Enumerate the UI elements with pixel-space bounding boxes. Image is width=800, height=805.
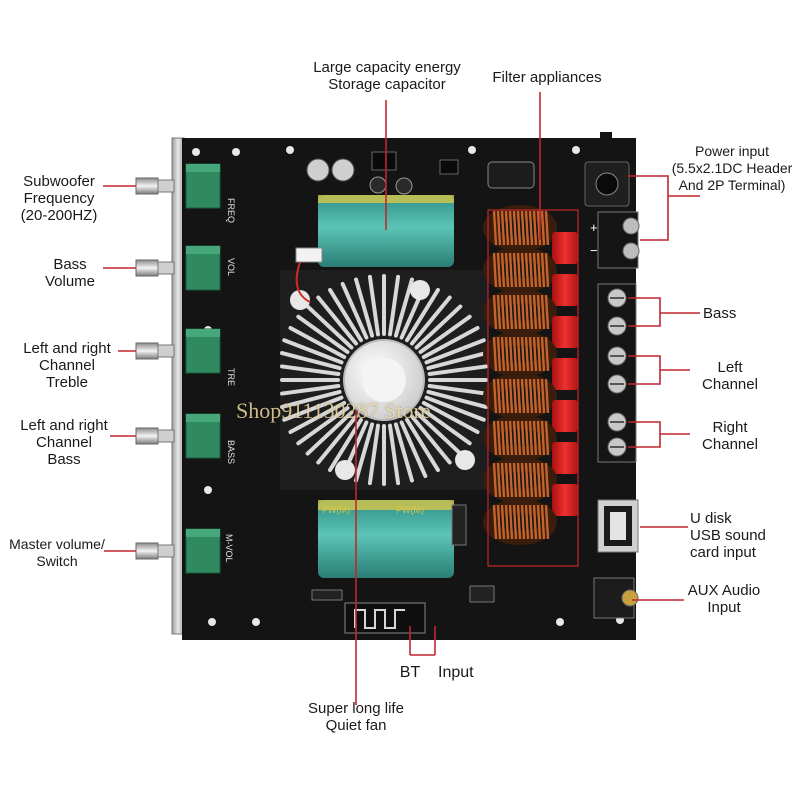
filter-coil-2 — [483, 247, 557, 293]
knob-2 — [135, 259, 175, 277]
filter-coil-3 — [483, 289, 557, 335]
line-power — [628, 175, 700, 241]
silk-bass: BASS — [226, 440, 236, 464]
film-cap-1 — [552, 232, 578, 264]
pot-body-2 — [185, 245, 221, 291]
svg-text:−: − — [590, 243, 598, 258]
usb-port — [597, 499, 639, 553]
silk-cap-bottom: PW(M) — [396, 505, 424, 515]
filter-coil-4 — [483, 331, 557, 377]
speaker-terminals — [597, 283, 637, 463]
film-cap-5 — [552, 400, 578, 432]
film-cap-7 — [552, 484, 578, 516]
label-bass-out: Bass — [703, 305, 737, 322]
silk-cap-top: PW(M) — [322, 505, 350, 515]
label-input: Input — [438, 664, 474, 681]
cooling-fan — [290, 280, 475, 480]
svg-text:+: + — [590, 220, 598, 235]
silk-tre: TRE — [226, 368, 236, 386]
store-watermark: Shop911130287 Store — [236, 398, 431, 423]
filter-coil-8 — [483, 499, 557, 545]
dc-power-jack — [584, 161, 630, 207]
pot-body-3 — [185, 328, 221, 374]
aux-jack — [593, 577, 639, 619]
pot-body-5 — [185, 528, 221, 574]
label-filter: Filter appliances — [492, 69, 602, 86]
power-terminal — [597, 211, 640, 269]
filter-highlight — [487, 209, 579, 567]
line-left-out — [628, 355, 690, 385]
label-bt: BT — [399, 664, 421, 681]
line-right-out — [628, 421, 690, 448]
label-master: Master volume/Switch — [9, 536, 105, 569]
film-cap-4 — [552, 358, 578, 390]
silk-vol: VOL — [226, 258, 236, 276]
knob-4 — [135, 427, 175, 445]
filter-coil-5 — [483, 373, 557, 419]
line-bass-out — [628, 297, 700, 327]
line-bt — [409, 626, 436, 656]
silk-freq: FREQ — [226, 198, 236, 223]
silk-mvol: M-VOL — [224, 534, 234, 563]
film-cap-2 — [552, 274, 578, 306]
film-cap-6 — [552, 442, 578, 474]
pot-body-4 — [185, 413, 221, 459]
knob-5 — [135, 542, 175, 560]
filter-section — [483, 205, 578, 545]
filter-coil-6 — [483, 415, 557, 461]
pot-body-1 — [185, 163, 221, 209]
filter-coil-1 — [483, 205, 557, 251]
knob-3 — [135, 342, 175, 360]
film-cap-3 — [552, 316, 578, 348]
bottom-capacitor — [318, 500, 454, 578]
filter-coil-7 — [483, 457, 557, 503]
knob-1 — [135, 177, 175, 195]
